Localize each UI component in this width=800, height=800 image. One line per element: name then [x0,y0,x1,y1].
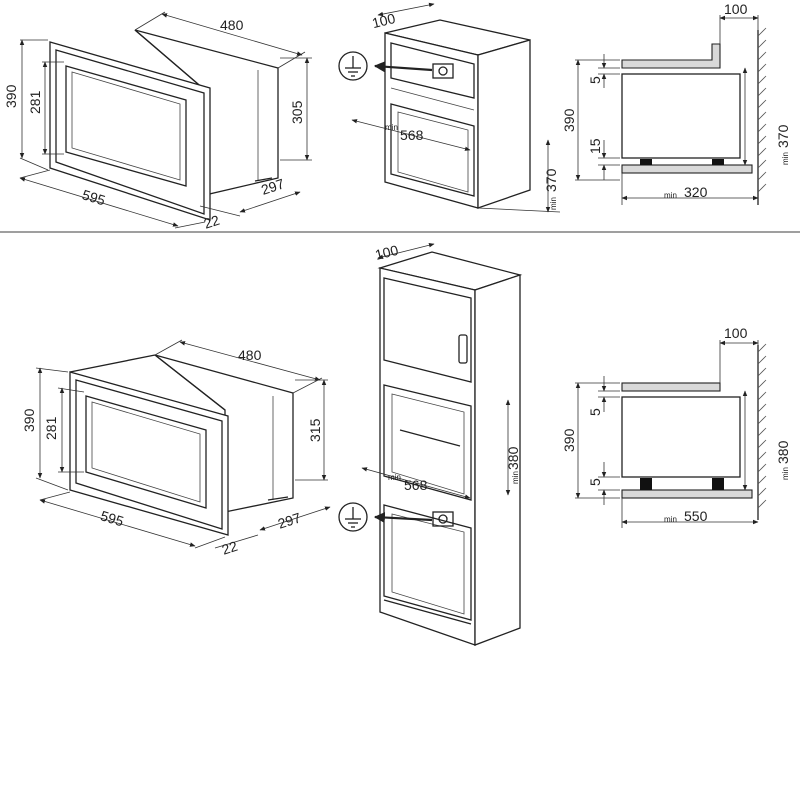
earth-ground-icon [338,51,368,81]
top-appliance-body [621,73,741,159]
bottom-oven-dimensions: 480 390 281 315 595 297 22 [21,339,331,558]
bottom-oven-body-height-label: 315 [307,418,323,442]
bottom-oven-window [85,395,207,509]
bottom-oven-total-height-label: 390 [21,408,37,432]
bottom-oven-depth-label: 297 [276,509,303,532]
top-oven-frame-depth-label: 22 [202,212,222,232]
door-handle [458,334,468,364]
tall-cabinet-door [383,277,472,383]
top-cabinet-rear-gap-label: 100 [370,10,397,31]
bottom-oven-inner-height-label: 281 [43,416,59,440]
top-section-lower-gap-label: 15 [587,138,603,154]
bottom-section-drawing [621,343,767,520]
earth-ground-icon [338,502,368,532]
top-oven-inner-height-label: 281 [27,90,43,114]
bottom-section-min-height-label: 380 [775,440,791,464]
bottom-cabinet-min-width-label: 568 [404,477,428,493]
top-section-dimensions: 100 390 5 15 min 370 min 320 [561,1,791,205]
top-cabinet-min-height-label: 370 [543,168,559,192]
top-oven-total-height-label: 390 [3,84,19,108]
bottom-upper-shelf [621,382,721,392]
bottom-appliance-body [621,396,741,478]
top-oven-depth-label: 297 [259,175,286,198]
top-lower-shelf [621,164,753,174]
oven-window [65,65,187,187]
top-oven-drawing [49,29,279,221]
top-section-min-depth-label: 320 [684,184,708,200]
arrow-left-icon [373,512,433,524]
bottom-section-upper-gap-label: 5 [587,408,603,416]
bottom-section-min-depth-label: 550 [684,508,708,524]
top-section-min-depth-prefix: min [664,191,677,200]
bottom-oven-front-frame [69,371,229,536]
top-cabinet-min-width-label: 568 [400,127,424,143]
oven-front-frame [49,41,211,221]
top-section-min-height-label: 370 [775,124,791,148]
top-section-total-height-label: 390 [561,108,577,132]
top-oven-width-label: 480 [220,17,244,33]
bottom-cabinet-rear-gap-label: 100 [373,242,400,263]
top-cabinet-drawing [384,19,531,209]
bottom-section-rear-gap-label: 100 [724,325,748,341]
bottom-section-min-height-prefix: min [781,467,790,480]
bottom-oven-width-label: 480 [238,347,262,363]
bottom-tall-cabinet-drawing [377,251,523,646]
top-oven-total-width-label: 595 [80,186,107,208]
bottom-cabinet-min-height-label: 380 [505,446,521,470]
bottom-cabinet-min-height-prefix: min [511,471,520,484]
bottom-section-dimensions: 100 390 5 5 min 380 min 550 [561,325,791,528]
arrow-left-icon [373,61,433,73]
top-upper-shelf [621,43,721,69]
tall-cabinet-niche [383,384,472,501]
top-socket [432,63,454,79]
top-cabinet-min-label: min [385,123,398,132]
bottom-cabinet-dimensions: 100 min 568 min 380 [361,242,521,499]
top-cabinet-min-height-prefix: min [549,197,558,210]
top-section-rear-gap-label: 100 [724,1,748,17]
top-oven-dimensions: 480 390 281 305 595 297 22 [3,11,312,232]
bottom-oven-drawing [69,354,294,536]
bottom-oven-total-width-label: 595 [99,507,126,529]
bottom-oven-frame-depth-label: 22 [220,538,240,558]
top-cabinet-dimensions: 100 min 568 min 370 [351,2,561,213]
top-section-min-height-prefix: min [781,152,790,165]
top-section-upper-gap-label: 5 [587,76,603,84]
bottom-section-total-height-label: 390 [561,428,577,452]
top-section-drawing [621,27,767,205]
bottom-section-min-depth-prefix: min [664,515,677,524]
bottom-section-lower-gap-label: 5 [587,478,603,486]
bottom-cabinet-min-label: min [388,473,401,482]
bottom-socket [432,511,454,527]
bottom-lower-shelf [621,489,753,499]
top-oven-body-height-label: 305 [289,100,305,124]
